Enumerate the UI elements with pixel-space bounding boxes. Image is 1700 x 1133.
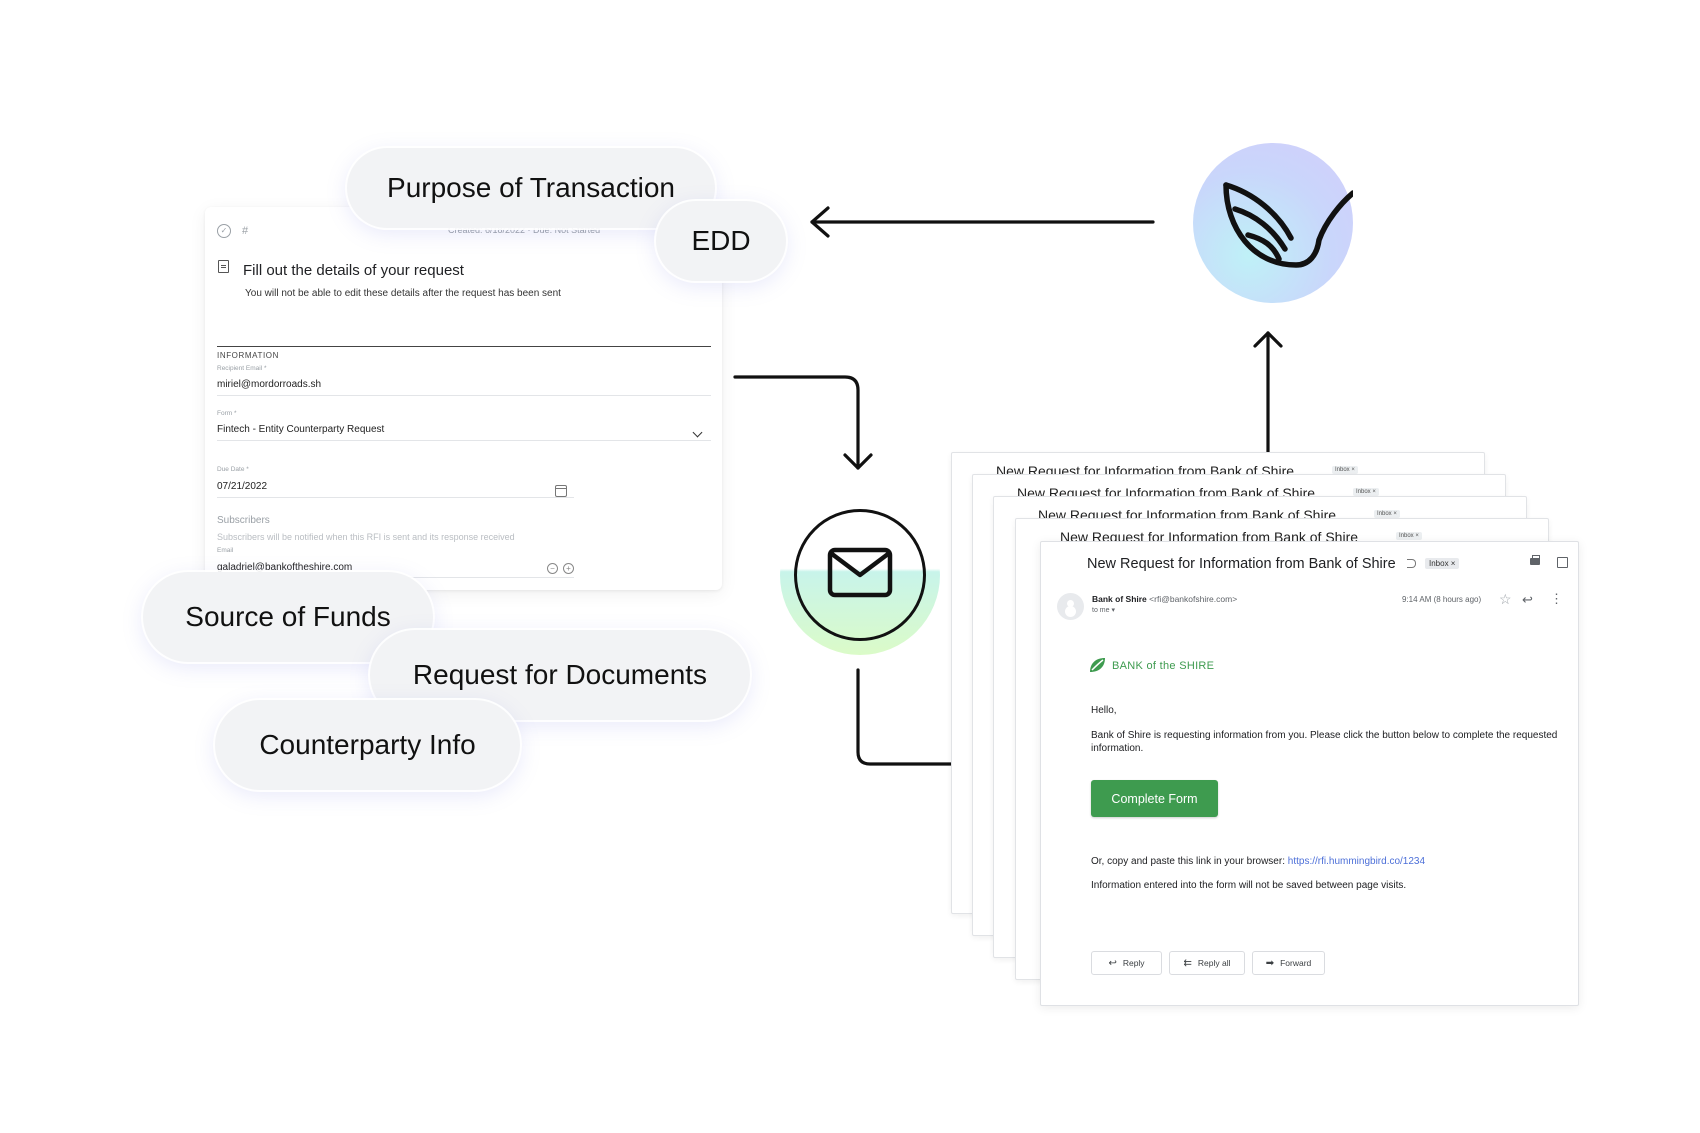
email-copy-tag: Inbox × — [1353, 488, 1379, 496]
email-label: Email — [217, 547, 234, 554]
forward-label: Forward — [1280, 958, 1312, 968]
reply-label: Reply — [1122, 958, 1145, 968]
pill-edd: EDD — [656, 201, 786, 281]
inbox-tag[interactable]: Inbox × — [1425, 558, 1460, 569]
copy-link-line: Or, copy and paste this link in your bro… — [1091, 855, 1561, 868]
bank-brand: BANK of the SHIRE — [1112, 660, 1215, 672]
recipient-email-label: Recipient Email * — [217, 365, 267, 372]
email-note: Information entered into the form will n… — [1091, 880, 1407, 891]
form-link[interactable]: https://rfi.hummingbird.co/1234 — [1287, 856, 1426, 867]
email-message: New Request for Information from Bank of… — [1040, 541, 1579, 1006]
more-icon[interactable]: ⋮ — [1550, 591, 1563, 606]
subscribers-heading: Subscribers — [217, 515, 270, 526]
envelope-icon — [827, 547, 893, 598]
field-underline — [217, 497, 574, 498]
copy-link-text: Or, copy and paste this link in your bro… — [1091, 856, 1288, 867]
reply-all-button[interactable]: ⇇ Reply all — [1169, 951, 1245, 975]
star-icon[interactable]: ☆ — [1499, 591, 1512, 607]
form-title: Fill out the details of your request — [243, 262, 464, 279]
complete-form-button[interactable]: Complete Form — [1091, 780, 1218, 817]
section-divider — [217, 346, 711, 347]
form-select[interactable]: Fintech - Entity Counterparty Request — [217, 424, 385, 435]
recipient-email-field[interactable]: miriel@mordorroads.sh — [217, 379, 322, 390]
recipient-toggle[interactable]: to me ▾ — [1092, 607, 1115, 614]
print-icon[interactable] — [1530, 555, 1540, 565]
request-meta: Created: 6/18/2022 · Due: Not Started — [448, 225, 601, 235]
hummingbird-logo — [1193, 143, 1356, 303]
email-copy-tag: Inbox × — [1396, 532, 1422, 540]
arrow-to-mail — [733, 375, 860, 470]
check-circle-icon: ✓ — [217, 224, 231, 238]
field-underline — [217, 440, 711, 441]
mail-circle — [780, 495, 940, 655]
due-date-label: Due Date * — [217, 466, 249, 473]
reply-icon[interactable]: ↩ — [1522, 592, 1533, 607]
subscribers-help: Subscribers will be notified when this R… — [217, 532, 515, 542]
calendar-icon[interactable] — [555, 485, 567, 497]
pill-counterparty-info: Counterparty Info — [215, 700, 520, 790]
sender: Bank of Shire <rfi@bankofshire.com> — [1092, 594, 1237, 604]
remove-icon[interactable]: − — [547, 563, 558, 574]
forward-icon: ➡ — [1265, 957, 1275, 969]
email-subject: New Request for Information from Bank of… — [1087, 556, 1396, 572]
document-icon — [218, 260, 229, 273]
email-message-text: Bank of Shire is requesting information … — [1091, 730, 1558, 754]
avatar — [1057, 593, 1084, 620]
pill-purpose-of-transaction: Purpose of Transaction — [347, 148, 715, 228]
forward-button[interactable]: ➡ Forward — [1252, 951, 1325, 975]
form-select-label: Form * — [217, 410, 237, 417]
email-greeting: Hello, — [1091, 705, 1117, 716]
reply-all-icon: ⇇ — [1183, 957, 1192, 969]
label-icon — [1407, 559, 1416, 568]
reply-all-label: Reply all — [1197, 958, 1231, 968]
rfi-form-card: ✓ # Created: 6/18/2022 · Due: Not Starte… — [205, 207, 722, 590]
field-underline — [217, 395, 711, 396]
reply-icon: ↩ — [1108, 957, 1117, 969]
bank-leaf-icon — [1090, 658, 1105, 672]
hummingbird-logo-icon — [1223, 182, 1356, 268]
add-icon[interactable]: + — [563, 563, 574, 574]
sender-name: Bank of Shire — [1092, 594, 1147, 604]
request-id: # — [242, 225, 249, 237]
reply-button[interactable]: ↩ Reply — [1091, 951, 1162, 975]
email-copy-tag: Inbox × — [1374, 510, 1400, 518]
mail-ring — [794, 509, 926, 641]
email-copy-tag: Inbox × — [1332, 466, 1358, 474]
pill-source-of-funds: Source of Funds — [143, 572, 433, 662]
arrow-to-email — [856, 668, 977, 766]
subscriber-email-field[interactable]: galadriel@bankoftheshire.com — [217, 562, 353, 573]
section-label: INFORMATION — [217, 351, 280, 360]
popout-icon[interactable] — [1557, 557, 1568, 568]
form-subtitle: You will not be able to edit these detai… — [245, 288, 561, 299]
sender-address: <rfi@bankofshire.com> — [1149, 594, 1238, 604]
due-date-field[interactable]: 07/21/2022 — [217, 481, 268, 492]
email-time: 9:14 AM (8 hours ago) — [1402, 595, 1482, 604]
